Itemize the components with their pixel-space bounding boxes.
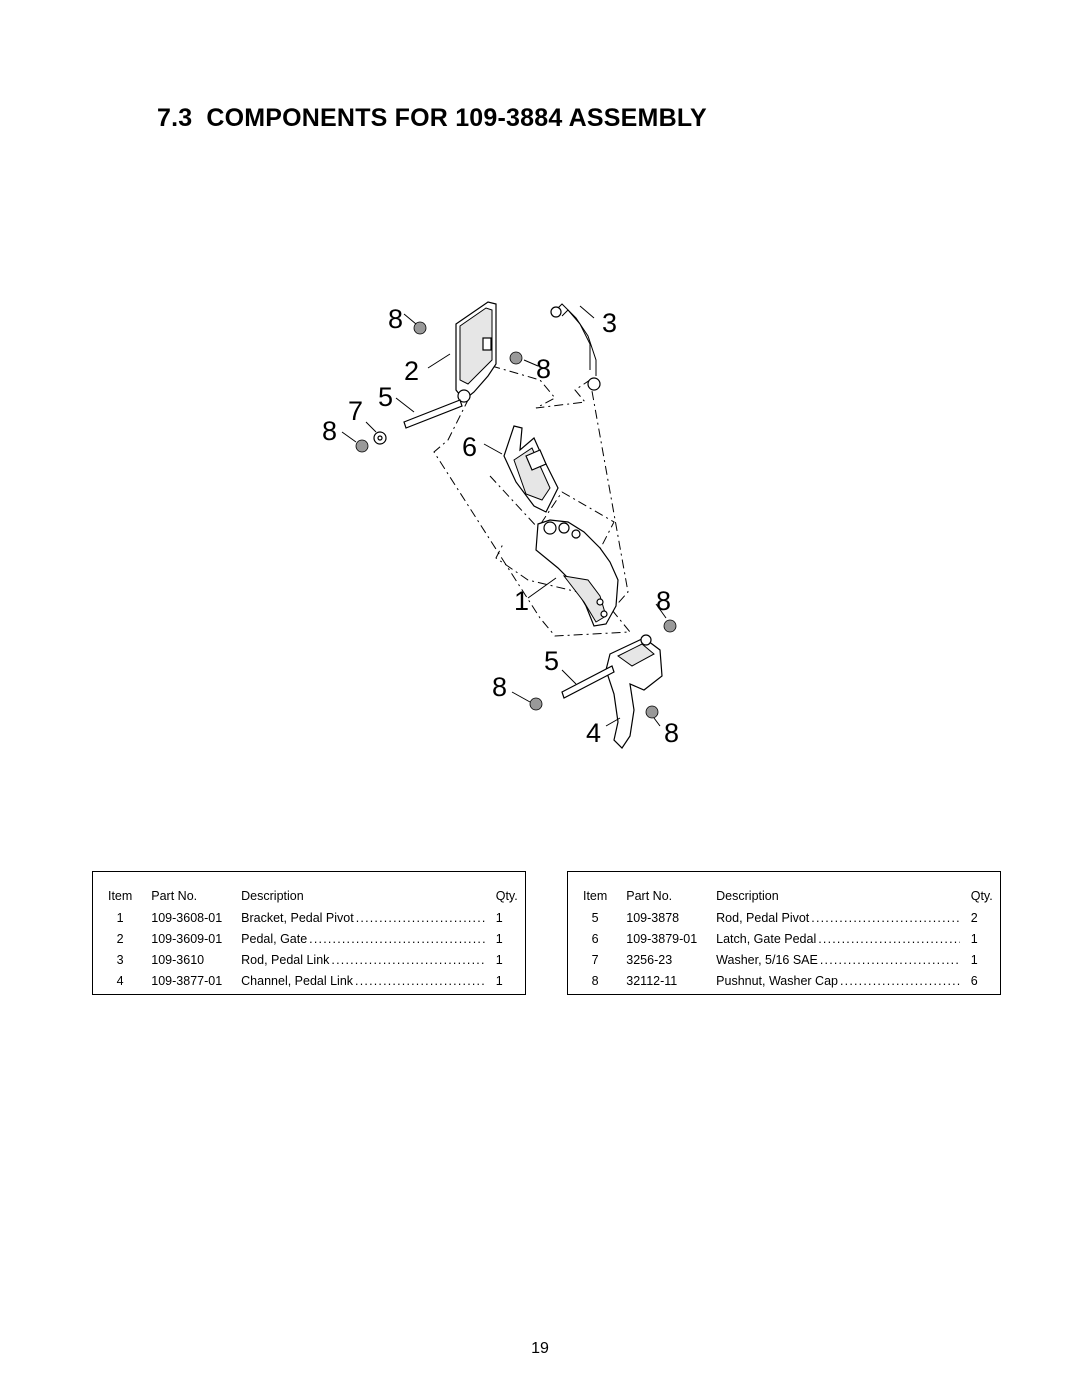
callout-1: 1 <box>514 586 529 616</box>
item-number: 2 <box>116 931 124 946</box>
part-description: Pushnut, Washer Cap <box>716 973 838 988</box>
page-number: 19 <box>531 1340 549 1357</box>
leader-dots <box>331 953 485 967</box>
table-row: 1 109-3608-01 Bracket, Pedal Pivot 1 <box>93 907 526 928</box>
part-qty: 1 <box>495 952 503 967</box>
callout-8-top: 8 <box>388 304 403 334</box>
header-qty: Qty. <box>495 888 518 903</box>
leader-dots <box>811 911 960 925</box>
part-description: Latch, Gate Pedal <box>716 931 817 946</box>
callout-2: 2 <box>404 356 419 386</box>
pushnut-set <box>355 321 677 719</box>
item-number: 7 <box>591 952 599 967</box>
table-row: 3 109-3610 Rod, Pedal Link 1 <box>93 949 526 970</box>
part-number: 109-3877-01 <box>151 973 223 988</box>
channel-pedal-link-part <box>605 634 663 749</box>
item-number: 4 <box>116 973 124 988</box>
callout-5-upper: 5 <box>378 382 393 412</box>
part-qty: 6 <box>970 973 978 988</box>
header-description: Description <box>241 888 304 903</box>
table-row: 2 109-3609-01 Pedal, Gate 1 <box>93 928 526 949</box>
part-qty: 1 <box>495 973 503 988</box>
callout-8-lower-left: 8 <box>492 672 507 702</box>
leader-lines <box>341 305 667 727</box>
part-description: Rod, Pedal Pivot <box>716 910 810 925</box>
callout-8-left: 8 <box>322 416 337 446</box>
item-number: 5 <box>591 910 599 925</box>
item-number: 6 <box>591 931 599 946</box>
bracket-pedal-pivot-part <box>535 519 619 627</box>
table-row: 4 109-3877-01 Channel, Pedal Link 1 <box>93 970 526 995</box>
leader-dots <box>840 974 960 988</box>
pedal-gate-part <box>455 301 497 403</box>
item-number: 3 <box>116 952 124 967</box>
table-row: 5 109-3878 Rod, Pedal Pivot 2 <box>568 907 1001 928</box>
rod-pedal-link-part <box>550 303 601 391</box>
header-qty: Qty. <box>970 888 993 903</box>
table-row: 6 109-3879-01 Latch, Gate Pedal 1 <box>568 928 1001 949</box>
part-number: 109-3878 <box>626 910 680 925</box>
part-qty: 2 <box>970 910 978 925</box>
part-number: 32112-11 <box>626 973 678 988</box>
part-qty: 1 <box>495 910 503 925</box>
leader-dots <box>356 911 485 925</box>
callout-8-upper-right: 8 <box>536 354 551 384</box>
rod-pedal-pivot-part <box>403 399 615 699</box>
leader-dots <box>820 953 960 967</box>
callout-8-mid-right: 8 <box>656 586 671 616</box>
header-item: Item <box>107 888 133 903</box>
callout-8-bottom: 8 <box>664 718 679 748</box>
header-part-no: Part No. <box>626 888 673 903</box>
item-number: 8 <box>591 973 599 988</box>
section-heading: COMPONENTS FOR 109-3884 ASSEMBLY <box>206 104 707 132</box>
part-description: Bracket, Pedal Pivot <box>241 910 354 925</box>
latch-gate-pedal-part <box>503 425 559 513</box>
callout-5-lower: 5 <box>544 646 559 676</box>
exploded-assembly-diagram: 8 3 2 8 5 7 8 6 1 8 5 8 4 8 <box>322 301 679 749</box>
table-header-row: Item Part No. Description Qty. <box>568 872 1001 908</box>
table-header-row: Item Part No. Description Qty. <box>93 872 526 908</box>
leader-dots <box>355 974 485 988</box>
table-row: 8 32112-11 Pushnut, Washer Cap 6 <box>568 970 1001 995</box>
part-number: 3256-23 <box>626 952 673 967</box>
callout-7: 7 <box>348 396 363 426</box>
assembly-outline <box>433 339 632 637</box>
section-title: 7.3 COMPONENTS FOR 109-3884 ASSEMBLY <box>157 104 707 133</box>
part-qty: 1 <box>970 931 978 946</box>
part-number: 109-3879-01 <box>626 931 698 946</box>
callout-4: 4 <box>586 718 601 748</box>
callout-3: 3 <box>602 308 617 338</box>
part-number: 109-3610 <box>151 952 205 967</box>
parts-table-left: Item Part No. Description Qty. 1 109-360… <box>92 871 526 995</box>
part-description: Rod, Pedal Link <box>241 952 330 967</box>
callout-6: 6 <box>462 432 477 462</box>
table-row: 7 3256-23 Washer, 5/16 SAE 1 <box>568 949 1001 970</box>
section-number: 7.3 <box>157 104 193 132</box>
parts-table-right: Item Part No. Description Qty. 5 109-387… <box>567 871 1001 995</box>
leader-dots <box>309 932 485 946</box>
part-description: Channel, Pedal Link <box>241 973 354 988</box>
part-qty: 1 <box>970 952 978 967</box>
part-description: Pedal, Gate <box>241 931 308 946</box>
header-item: Item <box>582 888 608 903</box>
part-qty: 1 <box>495 931 503 946</box>
header-description: Description <box>716 888 779 903</box>
header-part-no: Part No. <box>151 888 198 903</box>
item-number: 1 <box>116 910 124 925</box>
part-description: Washer, 5/16 SAE <box>716 952 818 967</box>
leader-dots <box>818 932 960 946</box>
part-number: 109-3609-01 <box>151 931 223 946</box>
part-number: 109-3608-01 <box>151 910 223 925</box>
